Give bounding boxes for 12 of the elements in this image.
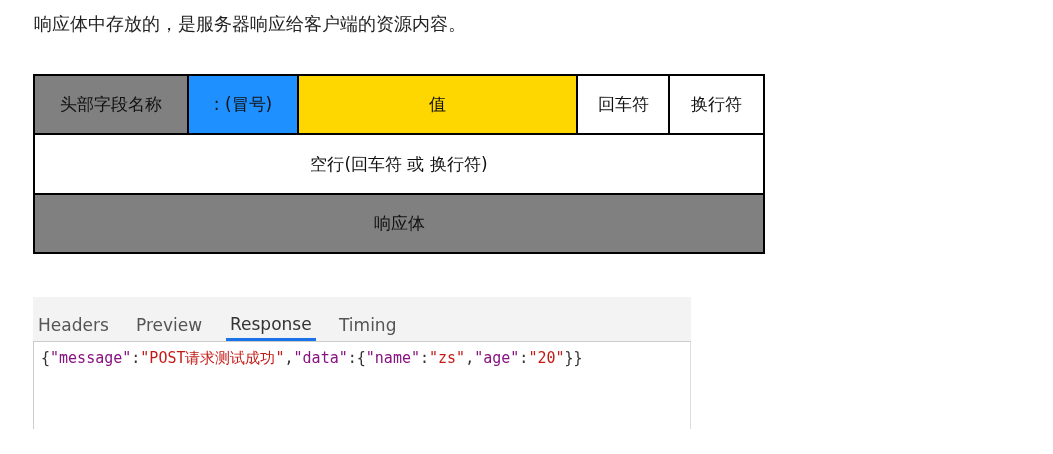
blank-line-cell: 空行(回车符 或 换行符) bbox=[33, 133, 765, 195]
line-feed-cell: 换行符 bbox=[668, 74, 765, 135]
tab: Headers bbox=[34, 309, 113, 341]
heading: 响应体中存放的，是服务器响应给客户端的资源内容。 bbox=[34, 12, 466, 36]
value-cell: 值 bbox=[297, 74, 578, 135]
active-tab: Response bbox=[226, 309, 316, 341]
colon-cell: : (冒号) bbox=[187, 74, 299, 135]
response-body-cell: 响应体 bbox=[33, 193, 765, 254]
tab: Preview bbox=[132, 309, 207, 341]
field-name-cell: 头部字段名称 bbox=[33, 74, 189, 135]
tab: Timing bbox=[335, 309, 401, 341]
json-response-text: {"message":"POST请求测试成功","data":{"name":"zs","age":"20"}} bbox=[41, 349, 583, 368]
